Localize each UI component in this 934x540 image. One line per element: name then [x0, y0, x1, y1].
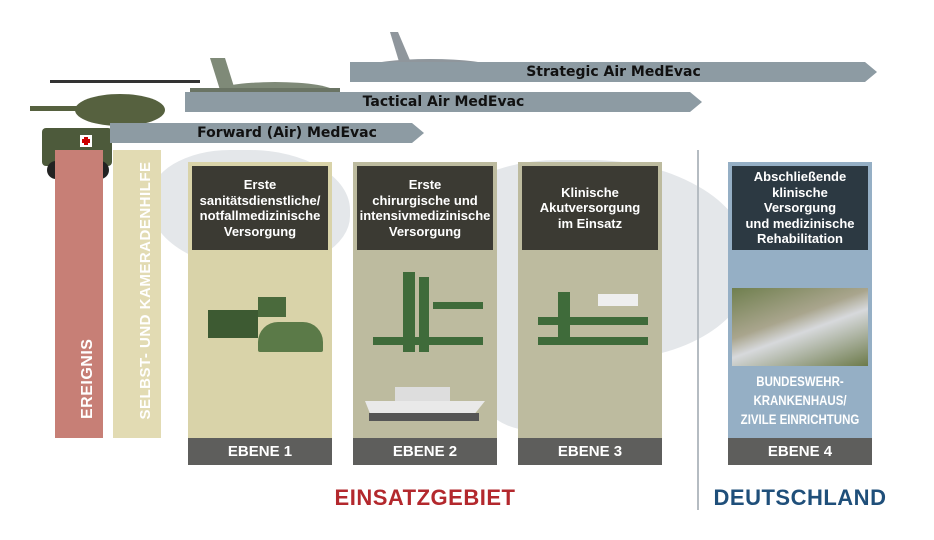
facility-label: BUNDESWEHR- KRANKENHAUS/ ZIVILE EINRICHT…: [740, 373, 860, 427]
region-divider: [697, 150, 699, 510]
level-1-panel: Erste sanitätsdienstliche/ notfallmedizi…: [188, 162, 332, 465]
level-2-title: Erste chirurgische und intensivmedizinis…: [357, 166, 493, 250]
level-1-label: EBENE 1: [188, 438, 332, 465]
hospital-ship-icon: [365, 387, 485, 425]
deployment-area-label: EINSATZGEBIET: [334, 485, 516, 510]
tactical-air-medevac-arrow: Tactical Air MedEvac: [185, 92, 702, 112]
level-1-title: Erste sanitätsdienstliche/ notfallmedizi…: [192, 166, 328, 250]
forward-air-medevac-arrow: Forward (Air) MedEvac: [110, 123, 424, 143]
level-4-label: EBENE 4: [728, 438, 872, 465]
strategic-air-medevac-arrow: Strategic Air MedEvac: [350, 62, 877, 82]
level-3-panel: Klinische Akutversorgung im Einsatz EBEN…: [518, 162, 662, 465]
self-help-label: SELBST- UND KAMERADENHILFE: [137, 161, 154, 420]
event-label: EREIGNIS: [79, 338, 96, 419]
level-2-panel: Erste chirurgische und intensivmedizinis…: [353, 162, 497, 465]
level-3-title: Klinische Akutversorgung im Einsatz: [522, 166, 658, 250]
helicopter-icon: [30, 80, 200, 126]
hospital-aerial-photo: [732, 288, 868, 366]
event-bar: EREIGNIS: [55, 150, 103, 438]
level-4-title: Abschließende klinische Versorgung und m…: [732, 166, 868, 250]
germany-label: DEUTSCHLAND: [713, 485, 887, 510]
level-4-panel: Abschließende klinische Versorgung und m…: [728, 162, 872, 465]
level-3-label: EBENE 3: [518, 438, 662, 465]
self-help-bar: SELBST- UND KAMERADENHILFE: [113, 150, 161, 438]
level-2-label: EBENE 2: [353, 438, 497, 465]
